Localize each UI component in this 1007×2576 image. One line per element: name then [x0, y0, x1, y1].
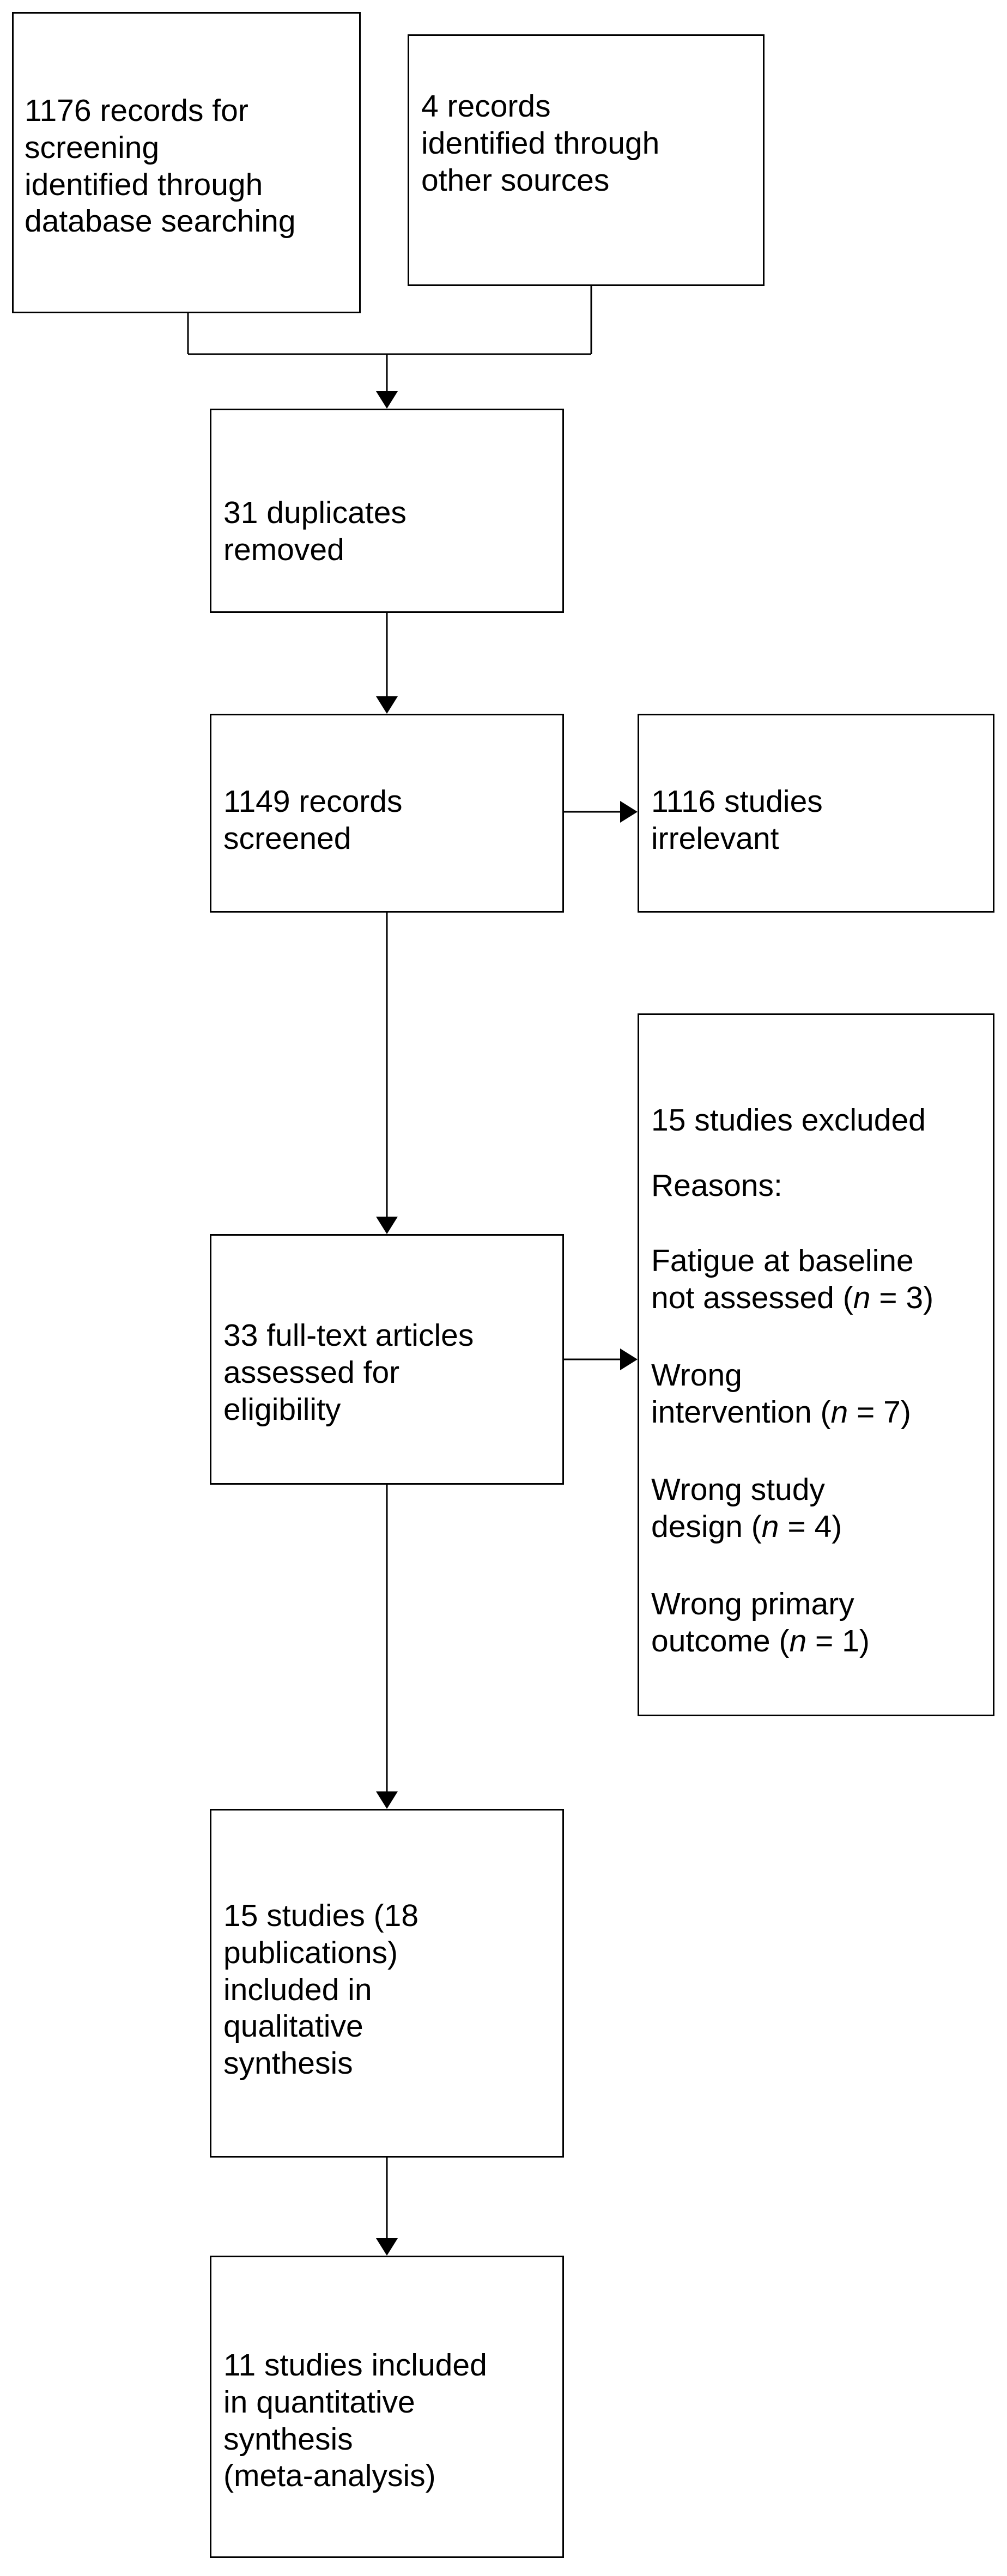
irrelevant-text: 1116 studies irrelevant [651, 784, 823, 856]
duplicates-removed-text: 31 duplicates removed [223, 495, 407, 567]
other-sources-text: 4 records identified through other sourc… [421, 89, 660, 198]
excluded-heading: 15 studies excluded [651, 1103, 926, 1138]
database-records-box: 1176 records for screening identified th… [12, 12, 361, 313]
exclusion-reason: Fatigue at baseline not assessed (n = 3) [651, 1243, 934, 1315]
qualitative-synthesis-box: 15 studies (18 publications) included in… [210, 1809, 564, 2158]
records-screened-box: 1149 records screened [210, 714, 564, 913]
qualitative-synthesis-text: 15 studies (18 publications) included in… [223, 1898, 419, 2081]
excluded-box: 15 studies excluded Reasons: Fatigue at … [638, 1013, 994, 1716]
exclusion-reason: Wrong intervention (n = 7) [651, 1358, 911, 1430]
excluded-reasons-label: Reasons: [651, 1168, 782, 1203]
quantitative-synthesis-box: 11 studies included in quantitative synt… [210, 2256, 564, 2558]
irrelevant-box: 1116 studies irrelevant [638, 714, 994, 913]
exclusion-reason: Wrong study design (n = 4) [651, 1472, 842, 1544]
other-sources-box: 4 records identified through other sourc… [408, 34, 765, 286]
database-records-text: 1176 records for screening identified th… [25, 93, 296, 239]
full-text-box: 33 full-text articles assessed for eligi… [210, 1234, 564, 1485]
exclusion-reason: Wrong primary outcome (n = 1) [651, 1587, 870, 1658]
quantitative-synthesis-text: 11 studies included in quantitative synt… [223, 2348, 487, 2494]
records-screened-text: 1149 records screened [223, 784, 403, 856]
full-text-text: 33 full-text articles assessed for eligi… [223, 1318, 474, 1427]
duplicates-removed-box: 31 duplicates removed [210, 409, 564, 613]
